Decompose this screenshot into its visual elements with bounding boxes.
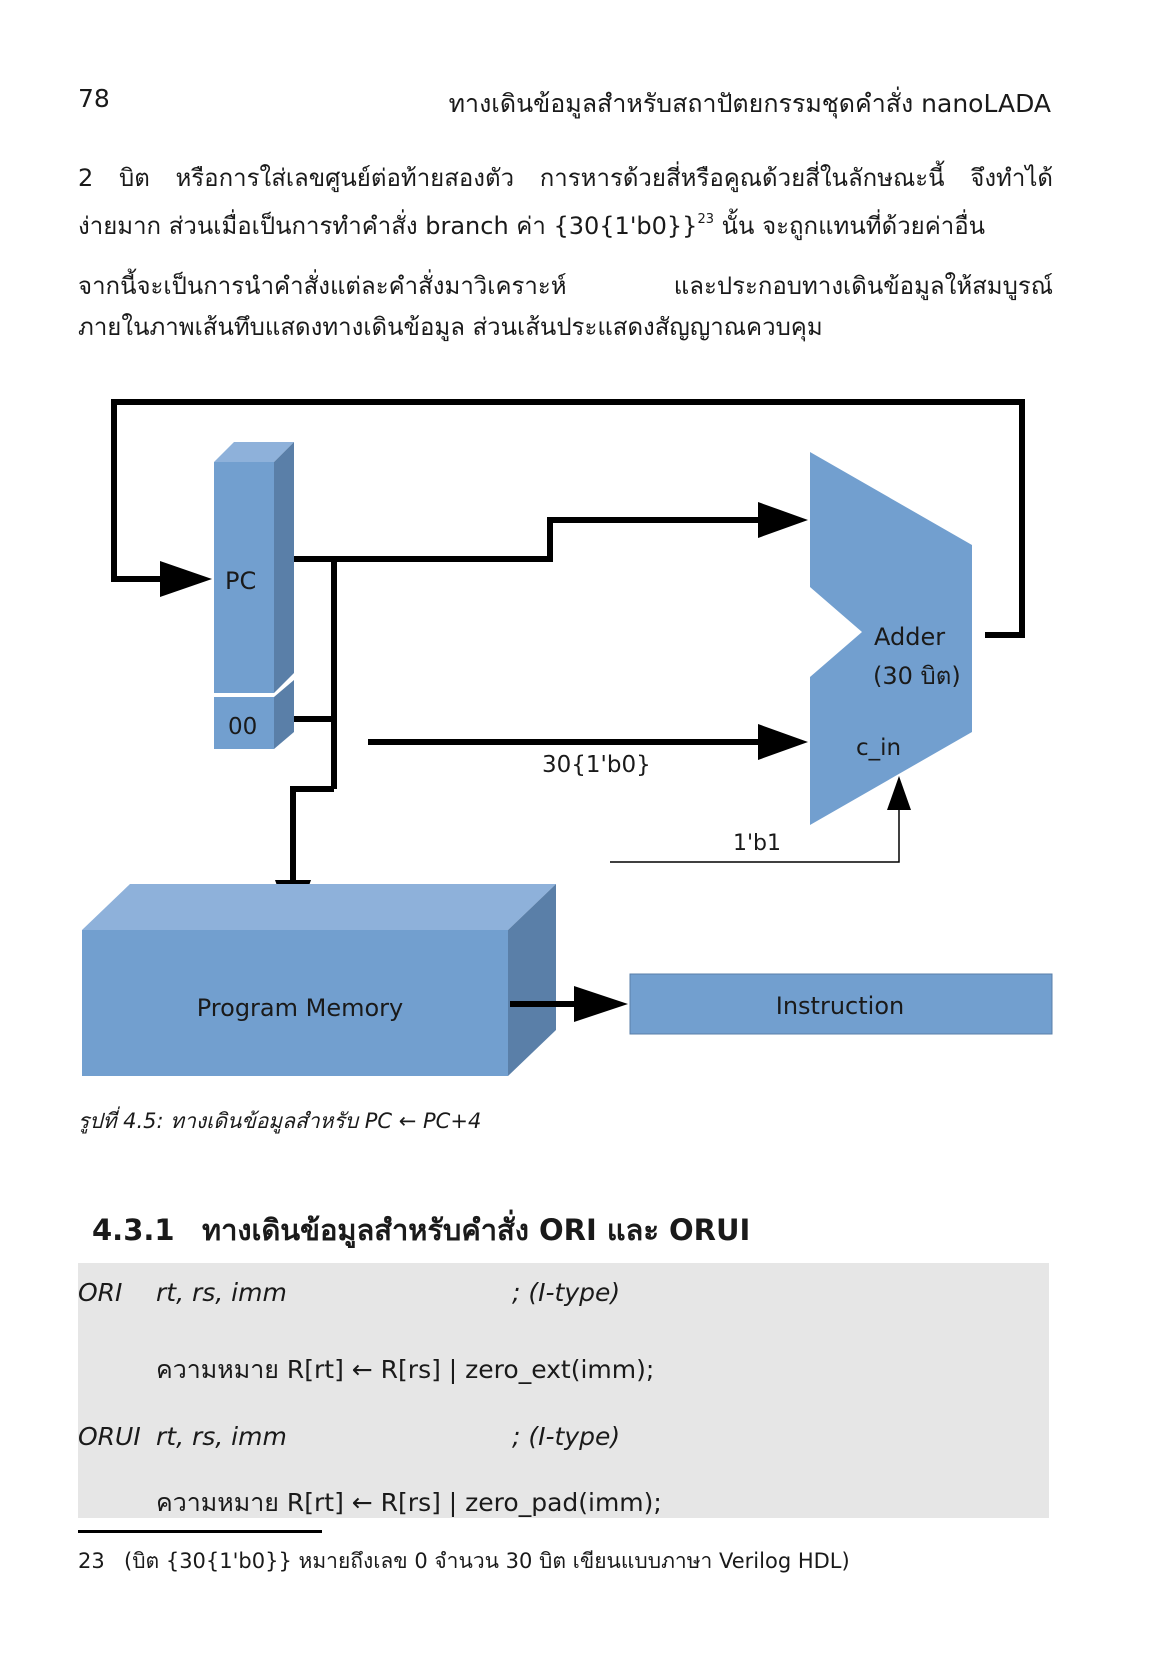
section-title: ทางเดินข้อมูลสำหรับคำสั่ง ORI และ ORUI bbox=[202, 1213, 751, 1247]
adder-width-label: (30 บิต) bbox=[873, 662, 961, 690]
pc-register-front bbox=[214, 462, 274, 693]
program-memory: Program Memory bbox=[82, 884, 556, 1076]
carry-value-label: 1'b1 bbox=[733, 831, 781, 856]
figure-caption: รูปที่ 4.5: ทางเดินข้อมูลสำหรับ PC ← PC+… bbox=[78, 1109, 482, 1133]
low-bits-block: 00 bbox=[214, 680, 294, 749]
pc-label: PC bbox=[225, 567, 256, 595]
footnote: 23 (บิต {30{1'b0}} หมายถึงเลข 0 จำนวน 30 … bbox=[78, 1545, 850, 1578]
instruction-label: Instruction bbox=[776, 992, 904, 1020]
instruction-definition-box: ORI rt, rs, imm ; (I-type) ความหมาย R[rt… bbox=[78, 1263, 1049, 1518]
orui-type: ; (I-type) bbox=[512, 1422, 621, 1451]
running-header: ทางเดินข้อมูลสำหรับสถาปัตยกรรมชุดคำสั่ง … bbox=[448, 89, 1051, 118]
footnote-number: 23 bbox=[78, 1549, 105, 1573]
orui-meaning: ความหมาย R[rt] ← R[rs] | zero_pad(imm); bbox=[156, 1488, 662, 1517]
adder-input-b-arrowhead bbox=[758, 724, 808, 760]
low-bits-front bbox=[214, 697, 274, 749]
program-memory-top bbox=[82, 884, 556, 930]
footnote-rule bbox=[78, 1530, 322, 1533]
section-number: 4.3.1 bbox=[92, 1213, 175, 1247]
adder-shape bbox=[810, 452, 972, 825]
program-memory-side bbox=[508, 884, 556, 1076]
paragraph-1-line-2: ง่ายมาก ส่วนเมื่อเป็นการทำคำสั่ง branch … bbox=[78, 199, 1053, 247]
adder-input-a-arrowhead bbox=[758, 502, 808, 538]
paragraph-2-line-1: จากนี้จะเป็นการนำคำสั่งแต่ละคำสั่งมาวิเค… bbox=[78, 272, 1053, 300]
ori-meaning: ความหมาย R[rt] ← R[rs] | zero_ext(imm); bbox=[156, 1355, 655, 1384]
carry-in-arrowhead bbox=[887, 776, 911, 810]
paragraph-1: 2 บิต หรือการใส่เลขศูนย์ต่อท้ายสองตัว กา… bbox=[78, 158, 1053, 247]
paragraph-1-line-1: 2 บิต หรือการใส่เลขศูนย์ต่อท้ายสองตัว กา… bbox=[78, 164, 1053, 192]
paragraph-2-line-2: ภายในภาพเส้นทึบแสดงทางเดินข้อมูล ส่วนเส้… bbox=[78, 313, 823, 341]
instruction-arrowhead bbox=[574, 986, 628, 1022]
pc-feedback-wire bbox=[111, 399, 1025, 638]
adder-label: Adder bbox=[874, 623, 945, 651]
carry-in-label: c_in bbox=[856, 735, 901, 761]
program-memory-front bbox=[82, 930, 508, 1076]
instruction-block bbox=[629, 973, 1053, 1035]
orui-operands: rt, rs, imm bbox=[156, 1422, 287, 1451]
page-number: 78 bbox=[78, 84, 110, 113]
ori-mnemonic: ORI bbox=[78, 1278, 123, 1307]
program-memory-label: Program Memory bbox=[197, 994, 404, 1022]
ori-type: ; (I-type) bbox=[512, 1278, 621, 1307]
low-bits-label: 00 bbox=[228, 714, 257, 740]
footnote-text: (บิต {30{1'b0}} หมายถึงเลข 0 จำนวน 30 บิ… bbox=[124, 1549, 850, 1573]
pc-register-top bbox=[214, 442, 294, 462]
section-heading: 4.3.1 ทางเดินข้อมูลสำหรับคำสั่ง ORI และ O… bbox=[92, 1207, 750, 1253]
paragraph-1-line-2-end: นั้น จะถูกแทนที่ด้วยค่าอื่น bbox=[714, 212, 986, 240]
orui-mnemonic: ORUI bbox=[78, 1422, 141, 1451]
datapath-diagram: PC 00 30{1'b0} Adder (30 บิต) c_in 1'b1 … bbox=[82, 399, 1053, 1076]
paragraph-1-line-2-start: ง่ายมาก ส่วนเมื่อเป็นการทำคำสั่ง branch … bbox=[78, 212, 698, 240]
pc-register-side bbox=[274, 442, 294, 693]
pc-to-memory-wire bbox=[290, 786, 334, 900]
paragraph-2: จากนี้จะเป็นการนำคำสั่งแต่ละคำสั่งมาวิเค… bbox=[78, 266, 1053, 348]
low-bits-side bbox=[274, 680, 294, 749]
carry-in-wire bbox=[610, 800, 900, 863]
ori-operands: rt, rs, imm bbox=[156, 1278, 287, 1307]
footnote-reference[interactable]: 23 bbox=[697, 212, 714, 227]
pc-register: PC bbox=[214, 442, 294, 693]
pc-input-arrowhead bbox=[160, 561, 212, 597]
pc-to-adder-wire bbox=[294, 517, 785, 562]
constant-input-label: 30{1'b0} bbox=[542, 752, 651, 778]
